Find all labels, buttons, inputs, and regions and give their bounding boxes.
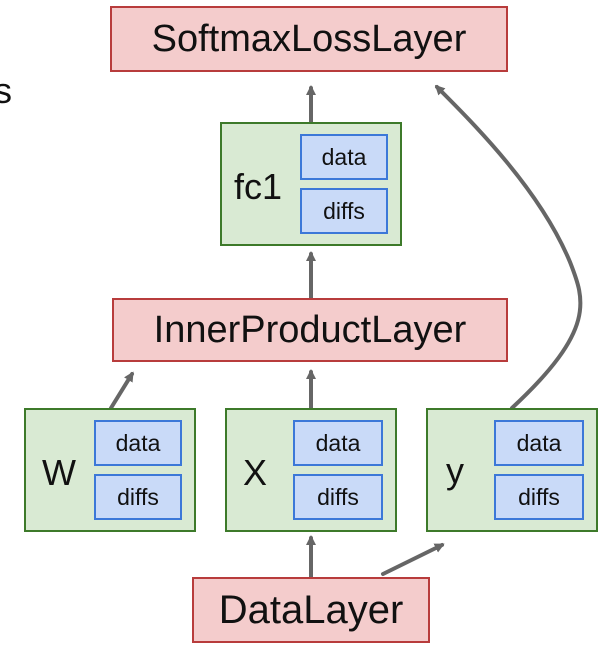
blob-x-diffs-chip: diffs xyxy=(293,474,383,520)
inner-product-layer-label: InnerProductLayer xyxy=(153,308,467,351)
arrow-y-to-softmax xyxy=(434,84,583,410)
blob-w-diffs-chip: diffs xyxy=(94,474,182,520)
blob-fc1-diffs-label: diffs xyxy=(323,197,365,224)
blob-y-label: y xyxy=(446,450,464,491)
blob-fc1-data-label: data xyxy=(321,143,367,170)
blob-w: W data diffs xyxy=(24,408,196,532)
arrow-w-to-innerproduct xyxy=(109,371,134,410)
softmax-loss-layer-label: SoftmaxLossLayer xyxy=(151,17,467,60)
blob-w-label: W xyxy=(42,452,76,493)
blob-fc1-data-chip: data xyxy=(300,134,388,180)
softmax-loss-layer: SoftmaxLossLayer xyxy=(110,6,508,72)
blob-x-data-label: data xyxy=(315,429,361,456)
arrow-datalayer-to-y xyxy=(381,543,445,576)
blob-w-data-chip: data xyxy=(94,420,182,466)
inner-product-layer: InnerProductLayer xyxy=(112,298,508,362)
cropped-glyph: s xyxy=(0,70,12,111)
blob-y-data-chip: data xyxy=(494,420,584,466)
blob-x: X data diffs xyxy=(225,408,397,532)
blob-w-diffs-label: diffs xyxy=(117,483,159,510)
blob-y-diffs-chip: diffs xyxy=(494,474,584,520)
data-layer: DataLayer xyxy=(192,577,430,643)
blob-x-data-chip: data xyxy=(293,420,383,466)
blob-fc1: fc1 data diffs xyxy=(220,122,402,246)
blob-y-data-label: data xyxy=(516,429,562,456)
blob-fc1-diffs-chip: diffs xyxy=(300,188,388,234)
blob-y: y data diffs xyxy=(426,408,598,532)
blob-w-data-label: data xyxy=(115,429,161,456)
blob-y-diffs-label: diffs xyxy=(518,483,560,510)
blob-x-diffs-label: diffs xyxy=(317,483,359,510)
blob-fc1-label: fc1 xyxy=(234,166,283,207)
data-layer-label: DataLayer xyxy=(218,587,404,632)
blob-x-label: X xyxy=(243,452,268,493)
